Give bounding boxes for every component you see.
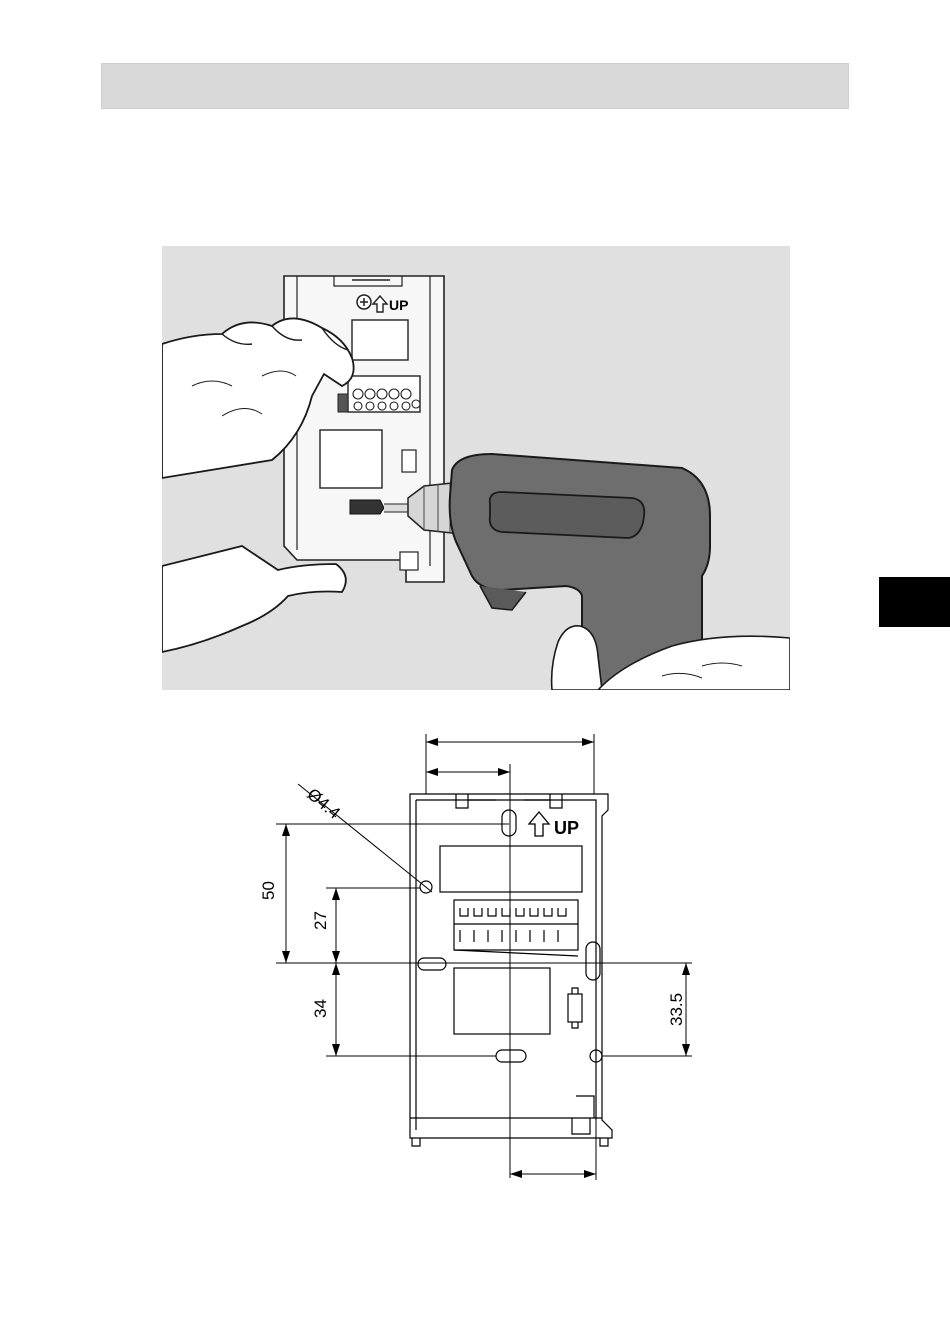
dim-34-label: 34	[311, 999, 330, 1018]
dim-27-label: 27	[311, 911, 330, 930]
illustration-svg: UP	[162, 246, 790, 690]
diagram-svg: UP	[250, 720, 720, 1190]
dimension-drawing: UP	[250, 720, 720, 1190]
mounting-illustration: UP	[162, 246, 790, 690]
dim-diameter-label: Ø4.4	[303, 785, 343, 823]
header-bar	[101, 63, 849, 109]
dim-33-5-label: 33.5	[667, 993, 686, 1026]
chapter-tab	[879, 577, 950, 627]
illustration-up-label: UP	[389, 297, 408, 313]
diagram-up-label: UP	[554, 818, 579, 838]
dim-50-label: 50	[259, 881, 278, 900]
